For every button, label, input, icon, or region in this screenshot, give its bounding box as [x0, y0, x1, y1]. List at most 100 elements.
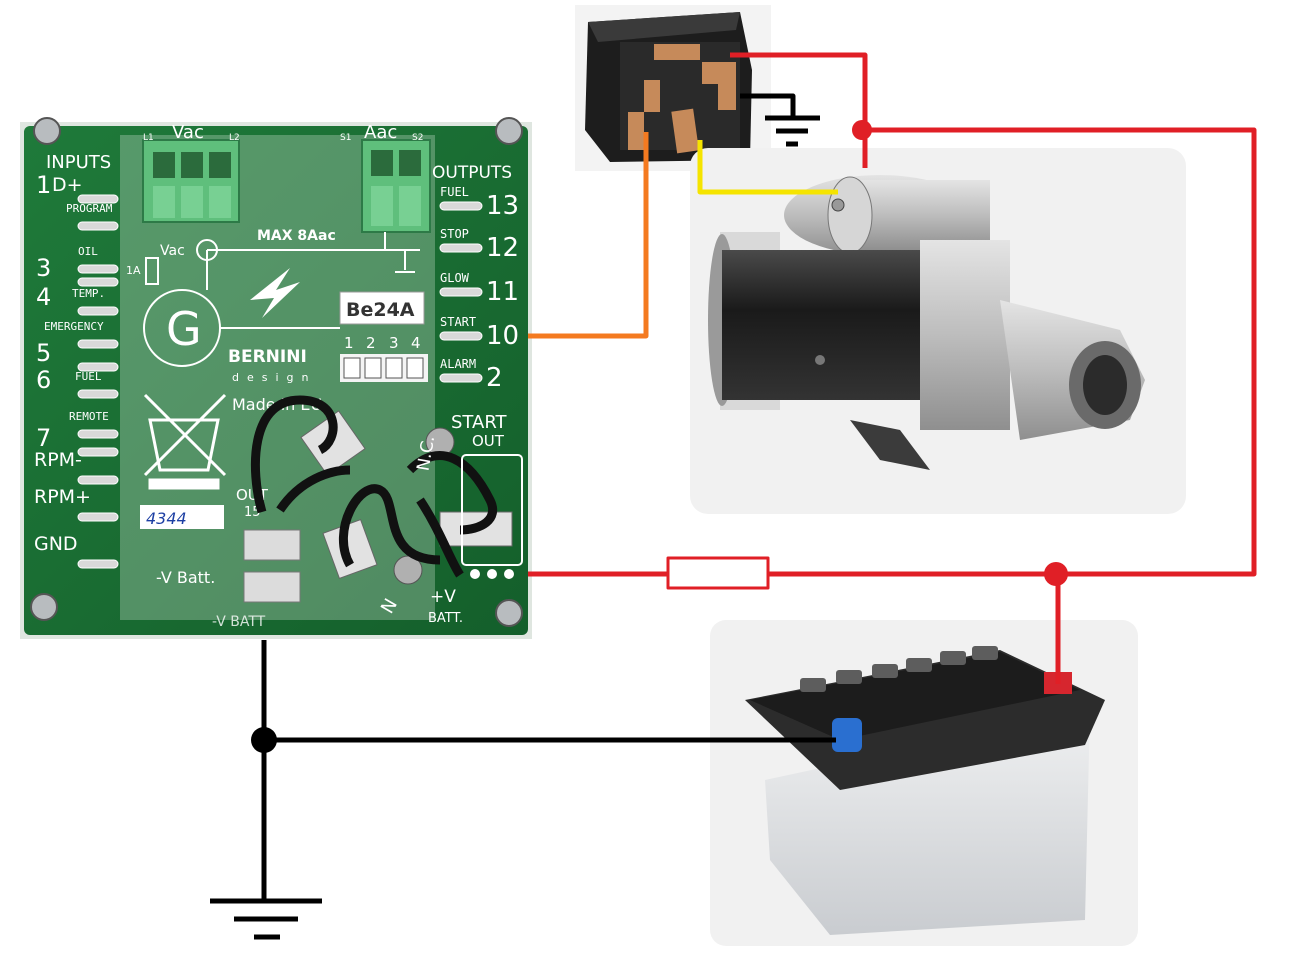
input-pad	[77, 559, 119, 569]
batt-plus-sub: BATT.	[428, 611, 463, 626]
relay	[575, 5, 771, 171]
board-schematic-lines	[143, 232, 420, 367]
input-label: OIL	[78, 245, 98, 258]
output-terminal: STOP 12	[439, 227, 519, 263]
input-label: PROGRAM	[66, 202, 113, 215]
dip-number-1: 1	[344, 334, 354, 352]
input-pad	[77, 475, 119, 485]
input-number: 3	[36, 254, 51, 282]
input-terminal: PROGRAM	[66, 202, 119, 231]
bernini-logo-icon	[250, 268, 300, 318]
output-pad	[439, 287, 483, 297]
input-pad	[77, 221, 119, 231]
dip-switches: 1 2 3 4	[340, 334, 428, 382]
input-number: 5	[36, 339, 51, 367]
output-number: 11	[486, 277, 519, 307]
start-out-label-2: OUT	[472, 432, 505, 450]
out-number: 15	[244, 505, 261, 520]
output-label: START	[440, 315, 476, 329]
input-prefix: D+	[52, 174, 83, 196]
input-pad	[77, 264, 119, 274]
input-terminal: 7	[36, 424, 119, 457]
output-label: STOP	[440, 227, 469, 241]
brand-name: BERNINI	[228, 347, 307, 367]
aac-pin-s1: S1	[340, 133, 351, 143]
output-terminal: GLOW 11	[439, 271, 519, 307]
output-number: 13	[486, 191, 519, 221]
output-number: 2	[486, 363, 503, 393]
battery-cell-caps	[800, 646, 998, 692]
input-terminal: 5	[36, 339, 119, 372]
brand-subtitle: design	[232, 371, 317, 384]
output-pad	[439, 331, 483, 341]
input-label: EMERGENCY	[44, 320, 104, 333]
starter-motor	[690, 148, 1186, 514]
output-pad	[439, 201, 483, 211]
input-terminal: EMERGENCY	[44, 320, 119, 349]
input-terminal: RPM+	[34, 486, 119, 522]
mounting-screws	[30, 117, 523, 627]
input-pad	[77, 429, 119, 439]
input-number: 1	[36, 171, 51, 199]
generator-symbol: G	[166, 302, 202, 356]
output-pad	[439, 373, 483, 383]
aac-pin-s2: S2	[412, 133, 423, 143]
start-signal-wire	[528, 132, 649, 339]
inline-fuse	[666, 556, 770, 590]
ground-wires	[261, 93, 836, 900]
junction-dots	[251, 120, 1068, 753]
input-terminal: GND	[34, 533, 119, 569]
input-prefix: RPM+	[34, 486, 91, 508]
input-number: 6	[36, 366, 51, 394]
battery	[710, 620, 1138, 946]
relay-to-solenoid-wire	[697, 140, 838, 195]
input-prefix: GND	[34, 533, 78, 555]
input-terminal: 3	[36, 254, 119, 287]
model-badge	[339, 291, 425, 325]
input-pad	[77, 277, 119, 287]
start-out-label-1: START	[451, 412, 508, 433]
input-label: TEMP.	[72, 287, 105, 300]
serial-sticker	[140, 505, 224, 529]
input-pad	[77, 512, 119, 522]
output-terminal: START 10	[439, 315, 519, 351]
input-pad	[77, 389, 119, 399]
weee-bin-icon	[143, 393, 227, 490]
output-number: 12	[486, 233, 519, 263]
vac-pin-l1: L1	[143, 133, 154, 143]
input-terminal: RPM-	[34, 449, 119, 485]
aac-terminal-block	[361, 139, 431, 233]
relay-pins	[628, 44, 736, 154]
input-pad	[77, 362, 119, 372]
output-label: GLOW	[440, 271, 470, 285]
max-rating-label: MAX 8Aac	[257, 228, 336, 244]
output-number: 10	[486, 321, 519, 351]
fuse-symbol	[145, 257, 159, 285]
vac-header-label: Vac	[172, 122, 204, 143]
input-prefix: RPM-	[34, 449, 82, 471]
wires	[261, 52, 1257, 900]
serial-number: 4344	[146, 509, 187, 528]
dip-number-4: 4	[411, 334, 421, 352]
batt-bottom-label: -V BATT	[212, 614, 266, 630]
model-label: Be24A	[346, 299, 415, 321]
vac-pin-l2: L2	[229, 133, 240, 143]
input-terminal: OIL	[77, 245, 119, 274]
outputs-title: OUTPUTS	[432, 163, 512, 183]
vac-terminal-block	[142, 139, 240, 223]
dip-number-2: 2	[366, 334, 376, 352]
input-label: REMOTE	[69, 410, 109, 423]
output-pad	[439, 243, 483, 253]
dip-number-3: 3	[389, 334, 399, 352]
controller-board: Vac L1 L2 Aac S1 S2 Vac MAX 8Aac G 1A	[20, 117, 532, 639]
ground-symbol-relay-icon	[765, 115, 820, 147]
input-pad	[77, 447, 119, 457]
onboard-relay-wiring	[243, 395, 513, 603]
vac-node-label: Vac	[160, 243, 185, 259]
